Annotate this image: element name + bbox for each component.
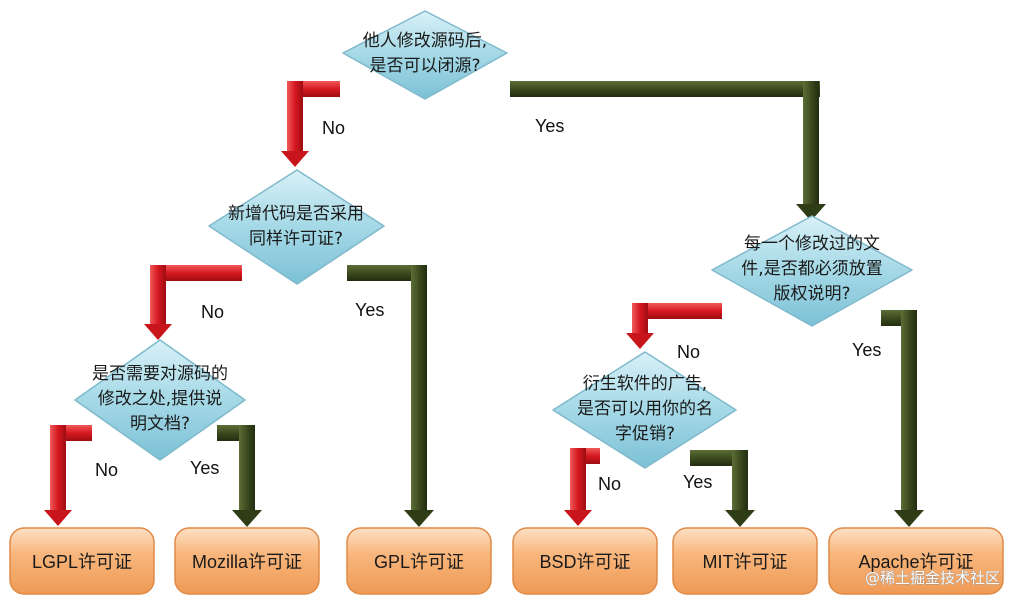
arrow-d2-no xyxy=(144,265,242,340)
arrow-d3-no xyxy=(44,425,92,526)
arrow-d4-yes xyxy=(881,310,924,527)
decision-d4-line3: 版权说明? xyxy=(773,284,850,304)
decision-d1: 他人修改源码后, 是否可以闭源? xyxy=(342,10,508,100)
arrow-d5-yes xyxy=(690,450,755,527)
license-mit-label: MIT许可证 xyxy=(703,552,788,572)
label-d3-no: No xyxy=(95,460,118,480)
arrow-d1-no xyxy=(281,81,340,167)
arrow-d4-no xyxy=(626,303,722,349)
decision-d3-line3: 明文档? xyxy=(130,414,190,434)
license-bsd-label: BSD许可证 xyxy=(539,552,630,572)
license-lgpl-label: LGPL许可证 xyxy=(32,552,132,572)
license-mozilla-label: Mozilla许可证 xyxy=(192,552,302,572)
label-d4-yes: Yes xyxy=(852,340,881,360)
decision-d2-line2: 同样许可证? xyxy=(249,229,343,249)
decision-d3-line1: 是否需要对源码的 xyxy=(92,364,228,384)
license-box-bsd: BSD许可证 xyxy=(512,527,658,595)
decision-d5-line3: 字促销? xyxy=(615,424,675,444)
decision-d4-line1: 每一个修改过的文 xyxy=(744,234,880,254)
decision-d3-line2: 修改之处,提供说 xyxy=(98,389,222,409)
label-d4-no: No xyxy=(677,342,700,362)
label-d2-yes: Yes xyxy=(355,300,384,320)
label-d1-yes: Yes xyxy=(535,116,564,136)
label-d2-no: No xyxy=(201,302,224,322)
license-box-lgpl: LGPL许可证 xyxy=(9,527,155,595)
decision-d2-line1: 新增代码是否采用 xyxy=(228,204,364,224)
arrow-d3-yes xyxy=(217,425,262,527)
arrow-d1-yes xyxy=(510,81,826,221)
arrow-d5-no xyxy=(564,448,600,526)
decision-d4: 每一个修改过的文 件,是否都必须放置 版权说明? xyxy=(711,215,913,327)
label-d5-no: No xyxy=(598,474,621,494)
decision-d4-line2: 件,是否都必须放置 xyxy=(741,259,882,279)
decision-d3: 是否需要对源码的 修改之处,提供说 明文档? xyxy=(74,339,246,461)
license-box-apache: Apache许可证 xyxy=(828,527,1004,595)
license-box-mozilla: Mozilla许可证 xyxy=(174,527,320,595)
label-d1-no: No xyxy=(322,118,345,138)
license-box-gpl: GPL许可证 xyxy=(346,527,492,595)
watermark: @稀土掘金技术社区 xyxy=(865,569,1000,587)
decision-d5-line1: 衍生软件的广告, xyxy=(583,374,707,394)
license-apache-label: Apache许可证 xyxy=(858,552,973,572)
label-d3-yes: Yes xyxy=(190,458,219,478)
decision-d1-line1: 他人修改源码后, xyxy=(363,31,487,51)
license-gpl-label: GPL许可证 xyxy=(374,552,464,572)
license-box-mit: MIT许可证 xyxy=(672,527,818,595)
decision-d2: 新增代码是否采用 同样许可证? xyxy=(208,169,385,285)
arrow-d2-yes xyxy=(347,265,434,527)
decision-d5: 衍生软件的广告, 是否可以用你的名 字促销? xyxy=(552,351,737,469)
decision-d1-line2: 是否可以闭源? xyxy=(369,56,480,76)
decision-d5-line2: 是否可以用你的名 xyxy=(577,399,713,419)
label-d5-yes: Yes xyxy=(683,472,712,492)
